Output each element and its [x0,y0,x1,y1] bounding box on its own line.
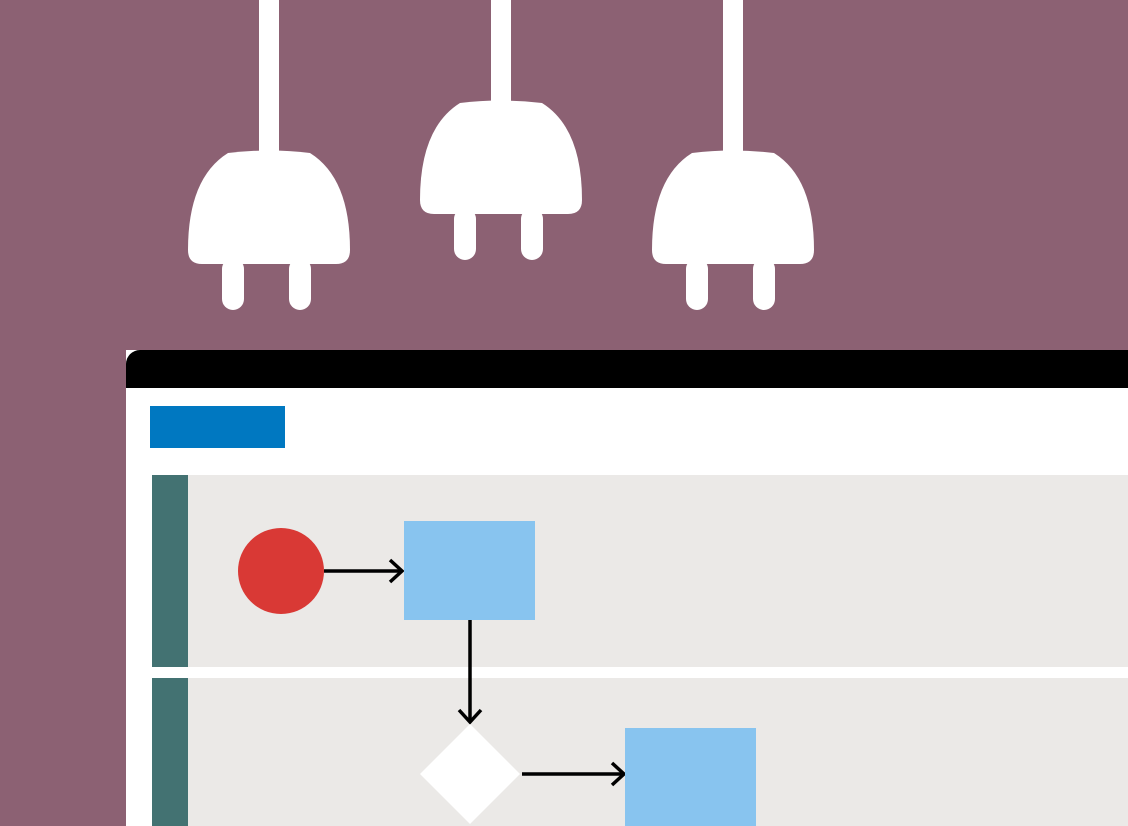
connector-task-to-gateway [457,620,483,725]
process-diagram [238,521,756,826]
swimlane-1 [152,475,1128,667]
start-event[interactable] [238,528,324,614]
task-1[interactable] [404,521,535,620]
connector-start-to-task [324,558,405,584]
swimlane-1-header[interactable] [152,475,188,667]
task-2[interactable] [625,728,756,826]
gateway[interactable] [420,724,520,824]
window-titlebar [126,350,1128,388]
app-window [126,350,1128,826]
power-plug-icon [420,0,582,260]
power-plug-icon [652,0,814,310]
power-plug-icon [188,0,350,310]
connector-gateway-to-task [522,761,627,787]
toolbar-tab[interactable] [150,406,285,448]
swimlane-2-header[interactable] [152,678,188,826]
